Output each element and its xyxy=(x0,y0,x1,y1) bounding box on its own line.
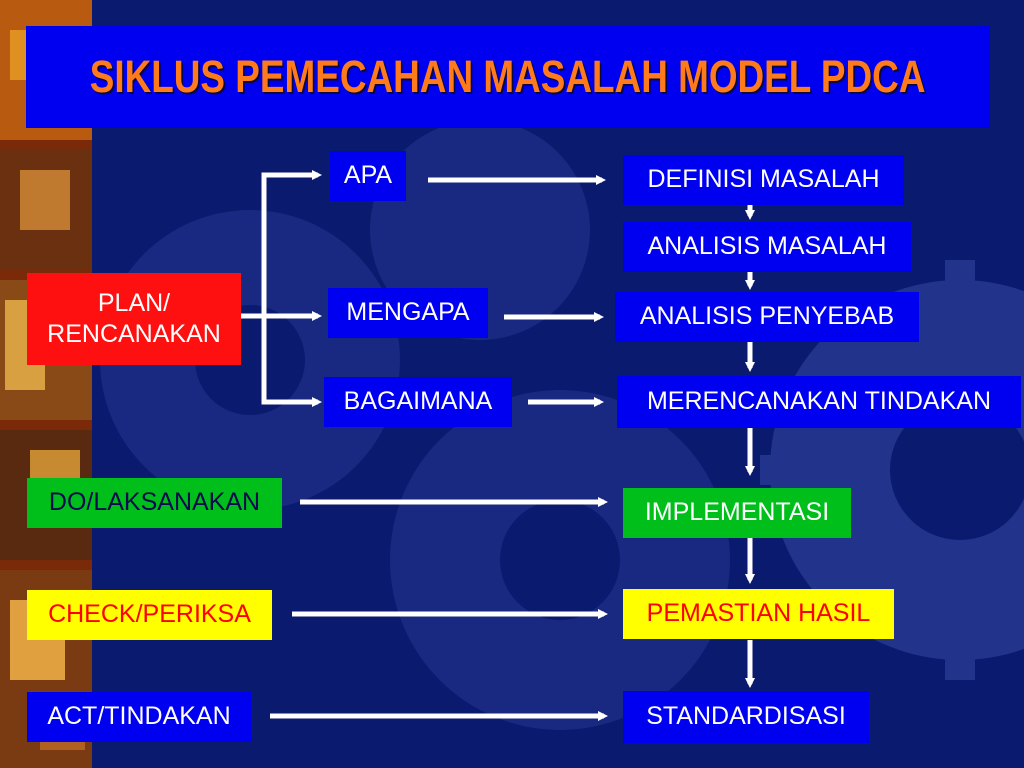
step-analisis-masalah: ANALISIS MASALAH xyxy=(623,222,911,272)
plan-stage-box: PLAN/ RENCANAKAN xyxy=(27,273,241,365)
step-analisis-penyebab: ANALISIS PENYEBAB xyxy=(615,292,919,342)
do-stage-box: DO/LAKSANAKAN xyxy=(27,478,282,528)
page-title: SIKLUS PEMECAHAN MASALAH MODEL PDCA xyxy=(90,51,926,102)
question-mengapa: MENGAPA xyxy=(328,288,488,338)
question-apa: APA xyxy=(330,151,406,201)
step-definisi-masalah: DEFINISI MASALAH xyxy=(623,155,904,205)
step-implementasi: IMPLEMENTASI xyxy=(623,488,851,538)
step-standardisasi: STANDARDISASI xyxy=(623,691,869,743)
step-merencanakan-tindakan: MERENCANAKAN TINDAKAN xyxy=(617,376,1021,428)
question-bagaimana: BAGAIMANA xyxy=(324,377,512,427)
check-stage-box: CHECK/PERIKSA xyxy=(27,590,272,640)
step-pemastian-hasil: PEMASTIAN HASIL xyxy=(623,589,894,639)
title-banner: SIKLUS PEMECAHAN MASALAH MODEL PDCA xyxy=(26,26,990,128)
act-stage-box: ACT/TINDAKAN xyxy=(27,692,251,742)
